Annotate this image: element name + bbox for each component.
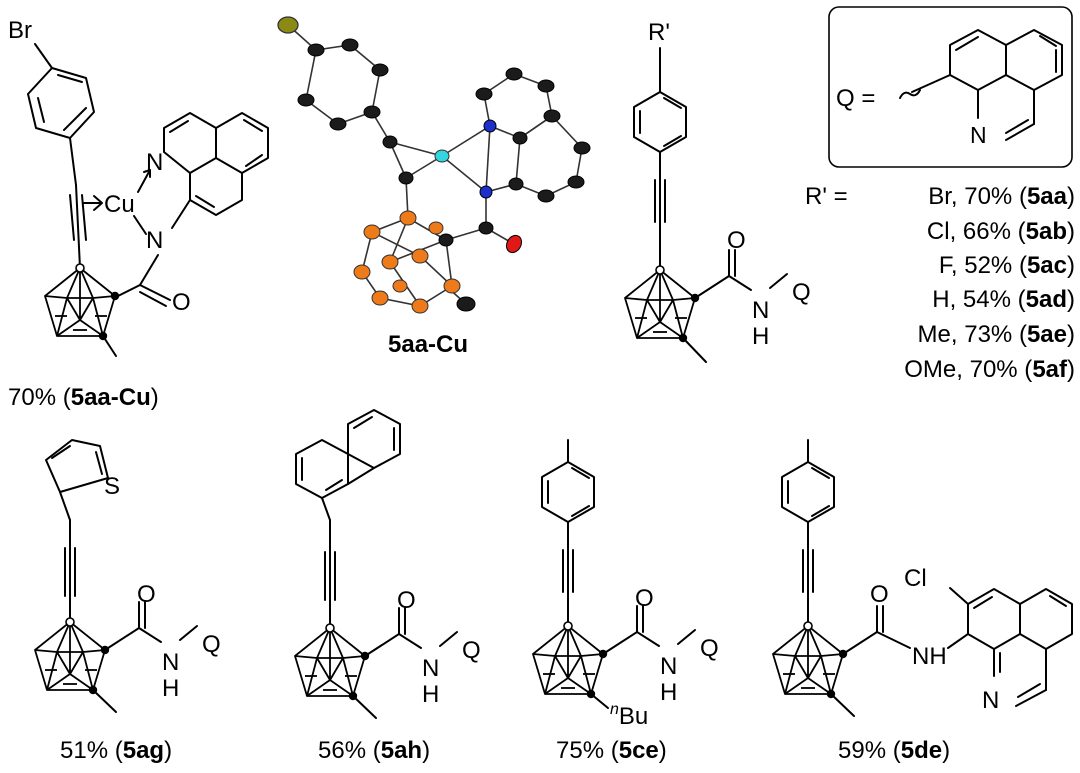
crystal-structure-ortep: 5aa-Cu <box>277 16 591 358</box>
rprime-entry: Br, 70% (5aa) <box>928 183 1075 210</box>
amide-nitrogen: N <box>752 297 769 324</box>
carbonyl-oxygen: O <box>635 585 654 612</box>
chlorine-atom: Cl <box>904 565 927 592</box>
amide-hydrogen: H <box>422 681 439 708</box>
product-5ag: S O N H Q 51% (5ag) <box>34 439 221 764</box>
q-group: Q <box>792 279 811 306</box>
general-product-structure: R' O N H Q <box>624 19 811 363</box>
quinoline-nitrogen: N <box>146 149 163 176</box>
amide-hydrogen: H <box>752 323 769 350</box>
cu-complex-structure: Br Cu N N O 70% (5aa-Cu) <box>8 17 269 411</box>
q-group: Q <box>462 637 481 664</box>
product-yield: 59% (5de) <box>838 737 950 764</box>
q-definition-box <box>828 6 1073 168</box>
crystal-caption: 5aa-Cu <box>388 331 468 358</box>
q-group: Q <box>700 635 719 662</box>
rprime-entry: OMe, 70% (5af) <box>904 356 1075 383</box>
q-nitrogen: N <box>970 122 987 148</box>
q-group: Q <box>202 631 221 658</box>
product-5ah: O N H Q 56% (5ah) <box>294 409 481 764</box>
product-yield: 75% (5ce) <box>556 737 667 764</box>
product-yield: 56% (5ah) <box>318 737 430 764</box>
carbonyl-oxygen: O <box>727 227 746 254</box>
amide-nh: NH <box>912 643 947 670</box>
carbonyl-oxygen: O <box>137 581 156 608</box>
rprime-header: R' = <box>805 183 848 210</box>
bromine-atom: Br <box>8 17 32 44</box>
copper-atom: Cu <box>104 191 135 218</box>
rprime-table: R' = Br, 70% (5aa) Cl, 66% (5ab) F, 52% … <box>805 183 1075 383</box>
product-yield: 51% (5ag) <box>60 737 172 764</box>
rprime-entry: H, 54% (5ad) <box>932 286 1075 313</box>
quinoline-nitrogen: N <box>982 687 999 714</box>
sulfur-atom: S <box>104 473 120 500</box>
product-5de: O NH N Cl 59% (5de) <box>772 439 1073 764</box>
butyl-substituent: nBu <box>610 701 648 730</box>
carbonyl-oxygen: O <box>397 587 416 614</box>
cu-complex-yield: 70% (5aa-Cu) <box>8 384 159 411</box>
product-5ce: O N H Q nBu 75% (5ce) <box>532 439 719 764</box>
amide-hydrogen: H <box>660 679 677 706</box>
rprime-substituent: R' <box>648 19 670 46</box>
carbonyl-oxygen: O <box>172 289 191 316</box>
amide-nitrogen: N <box>162 649 179 676</box>
q-label: Q = <box>836 85 875 112</box>
rprime-entry: F, 52% (5ac) <box>939 252 1075 279</box>
q-quinolinyl-structure: Q = N <box>836 29 1063 148</box>
rprime-entry: Cl, 66% (5ab) <box>927 218 1075 245</box>
amide-hydrogen: H <box>162 675 179 702</box>
amide-nitrogen: N <box>422 655 439 682</box>
amide-nitrogen: N <box>146 227 163 254</box>
amide-nitrogen: N <box>660 653 677 680</box>
carbonyl-oxygen: O <box>870 581 889 608</box>
rprime-entry: Me, 73% (5ae) <box>918 321 1075 348</box>
